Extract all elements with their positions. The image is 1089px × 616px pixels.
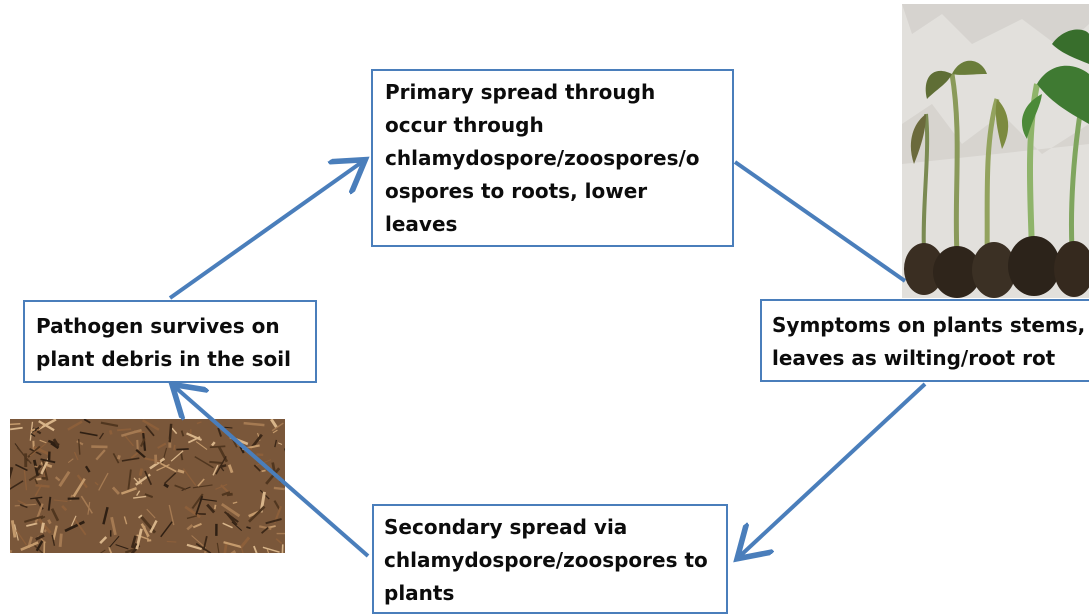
pathogen-survival-box: Pathogen survives on plant debris in the…	[23, 300, 317, 383]
secondary-spread-box: Secondary spread via chlamydospore/zoosp…	[372, 504, 728, 614]
arrow-pathogen-to-primary	[170, 162, 362, 298]
symptoms-box: Symptoms on plants stems, leaves as wilt…	[760, 299, 1089, 382]
arrow-primary-to-symptoms	[735, 162, 905, 281]
arrow-secondary-to-pathogen	[175, 387, 368, 556]
primary-spread-box: Primary spread through occur through chl…	[371, 69, 734, 247]
arrow-symptoms-to-secondary	[740, 384, 925, 556]
